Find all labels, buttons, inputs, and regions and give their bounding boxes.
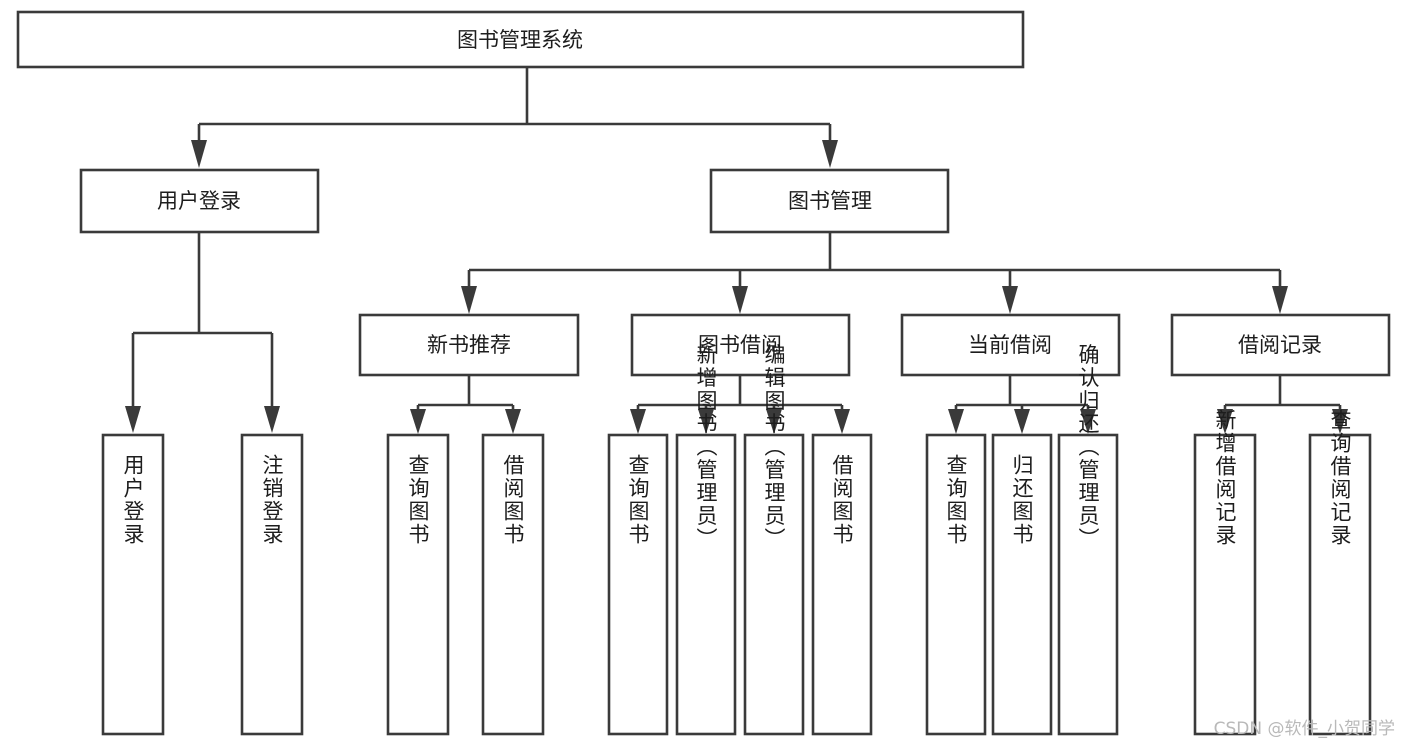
node-newbook-label: 新书推荐 xyxy=(427,333,511,357)
arrow-icon-leaf10 xyxy=(1014,409,1030,434)
node-login-box[interactable] xyxy=(79,168,320,234)
arrow-icon-leaf3 xyxy=(410,409,426,434)
node-leaf9-box[interactable] xyxy=(925,433,987,736)
node-leaf10[interactable]: 归还图书 xyxy=(991,433,1053,736)
node-leaf5[interactable]: 查询图书 xyxy=(607,433,669,736)
node-leaf8[interactable]: 借阅图书 xyxy=(811,433,873,736)
node-leaf3-box[interactable] xyxy=(386,433,450,736)
arrow-icon-current xyxy=(1002,286,1018,314)
node-leaf2[interactable]: 注销登录 xyxy=(240,433,304,736)
node-borrow[interactable]: 图书借阅 xyxy=(630,313,851,377)
node-leaf8-box[interactable] xyxy=(811,433,873,736)
node-borrow-label: 图书借阅 xyxy=(698,333,782,357)
node-root[interactable]: 图书管理系统 xyxy=(16,10,1025,69)
connector-layer xyxy=(125,67,1348,434)
node-leaf11-box[interactable] xyxy=(1057,433,1119,736)
node-leaf11-label: 确认归还（管理员） xyxy=(1076,344,1100,551)
node-leaf9-label: 查询图书 xyxy=(944,454,968,546)
node-bookmgmt-box[interactable] xyxy=(709,168,950,234)
node-leaf6-box[interactable] xyxy=(675,433,737,736)
node-leaf3[interactable]: 查询图书 xyxy=(386,433,450,736)
node-leaf13-label: 查询借阅记录 xyxy=(1328,409,1352,547)
node-leaf7[interactable]: 编辑图书（管理员） xyxy=(743,344,805,736)
arrow-icon-leaf11 xyxy=(1080,409,1096,434)
node-leaf5-label: 查询图书 xyxy=(626,454,650,546)
arrow-icon-leaf4 xyxy=(505,409,521,434)
arrow-icon-borrow xyxy=(732,286,748,314)
node-leaf5-box[interactable] xyxy=(607,433,669,736)
arrow-icon-leaf6 xyxy=(698,409,714,434)
arrow-icon-login xyxy=(191,140,207,168)
node-leaf2-box[interactable] xyxy=(240,433,304,736)
arrow-icon-newbook xyxy=(461,286,477,314)
arrow-icon-leaf13 xyxy=(1332,409,1348,434)
node-leaf6[interactable]: 新增图书（管理员） xyxy=(675,344,737,736)
node-leaf11[interactable]: 确认归还（管理员） xyxy=(1057,344,1119,736)
node-leaf7-label: 编辑图书（管理员） xyxy=(762,344,786,551)
node-leaf4-box[interactable] xyxy=(481,433,545,736)
node-record[interactable]: 借阅记录 xyxy=(1170,313,1391,377)
node-leaf7-box[interactable] xyxy=(743,433,805,736)
node-leaf13-box[interactable] xyxy=(1308,433,1372,736)
arrow-icon-leaf2 xyxy=(264,406,280,433)
node-leaf2-label: 注销登录 xyxy=(260,454,284,546)
node-leaf3-label: 查询图书 xyxy=(406,454,430,546)
arrow-icon-leaf9 xyxy=(948,409,964,434)
node-leaf1-box[interactable] xyxy=(101,433,165,736)
node-leaf4[interactable]: 借阅图书 xyxy=(481,433,545,736)
arrow-icon-leaf5 xyxy=(630,409,646,434)
node-leaf6-label: 新增图书（管理员） xyxy=(694,344,718,551)
node-leaf1-label: 用户登录 xyxy=(121,454,145,546)
node-current[interactable]: 当前借阅 xyxy=(900,313,1121,377)
arrow-icon-leaf12 xyxy=(1217,409,1233,434)
node-newbook-box[interactable] xyxy=(358,313,580,377)
arrow-icon-leaf7 xyxy=(766,409,782,434)
node-login-label: 用户登录 xyxy=(157,189,241,213)
node-leaf12[interactable]: 新增借阅记录 xyxy=(1193,409,1257,736)
node-bookmgmt-label: 图书管理 xyxy=(788,189,872,213)
node-leaf12-label: 新增借阅记录 xyxy=(1213,409,1237,547)
node-leaf10-box[interactable] xyxy=(991,433,1053,736)
arrow-icon-leaf8 xyxy=(834,409,850,434)
node-login[interactable]: 用户登录 xyxy=(79,168,320,234)
node-leaf10-label: 归还图书 xyxy=(1010,454,1034,546)
node-newbook[interactable]: 新书推荐 xyxy=(358,313,580,377)
node-leaf4-label: 借阅图书 xyxy=(501,454,525,546)
arrow-icon-record xyxy=(1272,286,1288,314)
node-leaf8-label: 借阅图书 xyxy=(830,454,854,546)
node-current-label: 当前借阅 xyxy=(968,333,1052,357)
arrow-icon-leaf1 xyxy=(125,406,141,433)
node-bookmgmt[interactable]: 图书管理 xyxy=(709,168,950,234)
node-current-box[interactable] xyxy=(900,313,1121,377)
node-root-box[interactable] xyxy=(16,10,1025,69)
node-leaf13[interactable]: 查询借阅记录 xyxy=(1308,409,1372,736)
node-record-label: 借阅记录 xyxy=(1238,333,1322,357)
node-record-box[interactable] xyxy=(1170,313,1391,377)
node-leaf12-box[interactable] xyxy=(1193,433,1257,736)
node-borrow-box[interactable] xyxy=(630,313,851,377)
node-root-label: 图书管理系统 xyxy=(457,28,583,52)
arrow-icon-bookmgmt xyxy=(822,140,838,168)
node-leaf1[interactable]: 用户登录 xyxy=(101,433,165,736)
node-leaf9[interactable]: 查询图书 xyxy=(925,433,987,736)
